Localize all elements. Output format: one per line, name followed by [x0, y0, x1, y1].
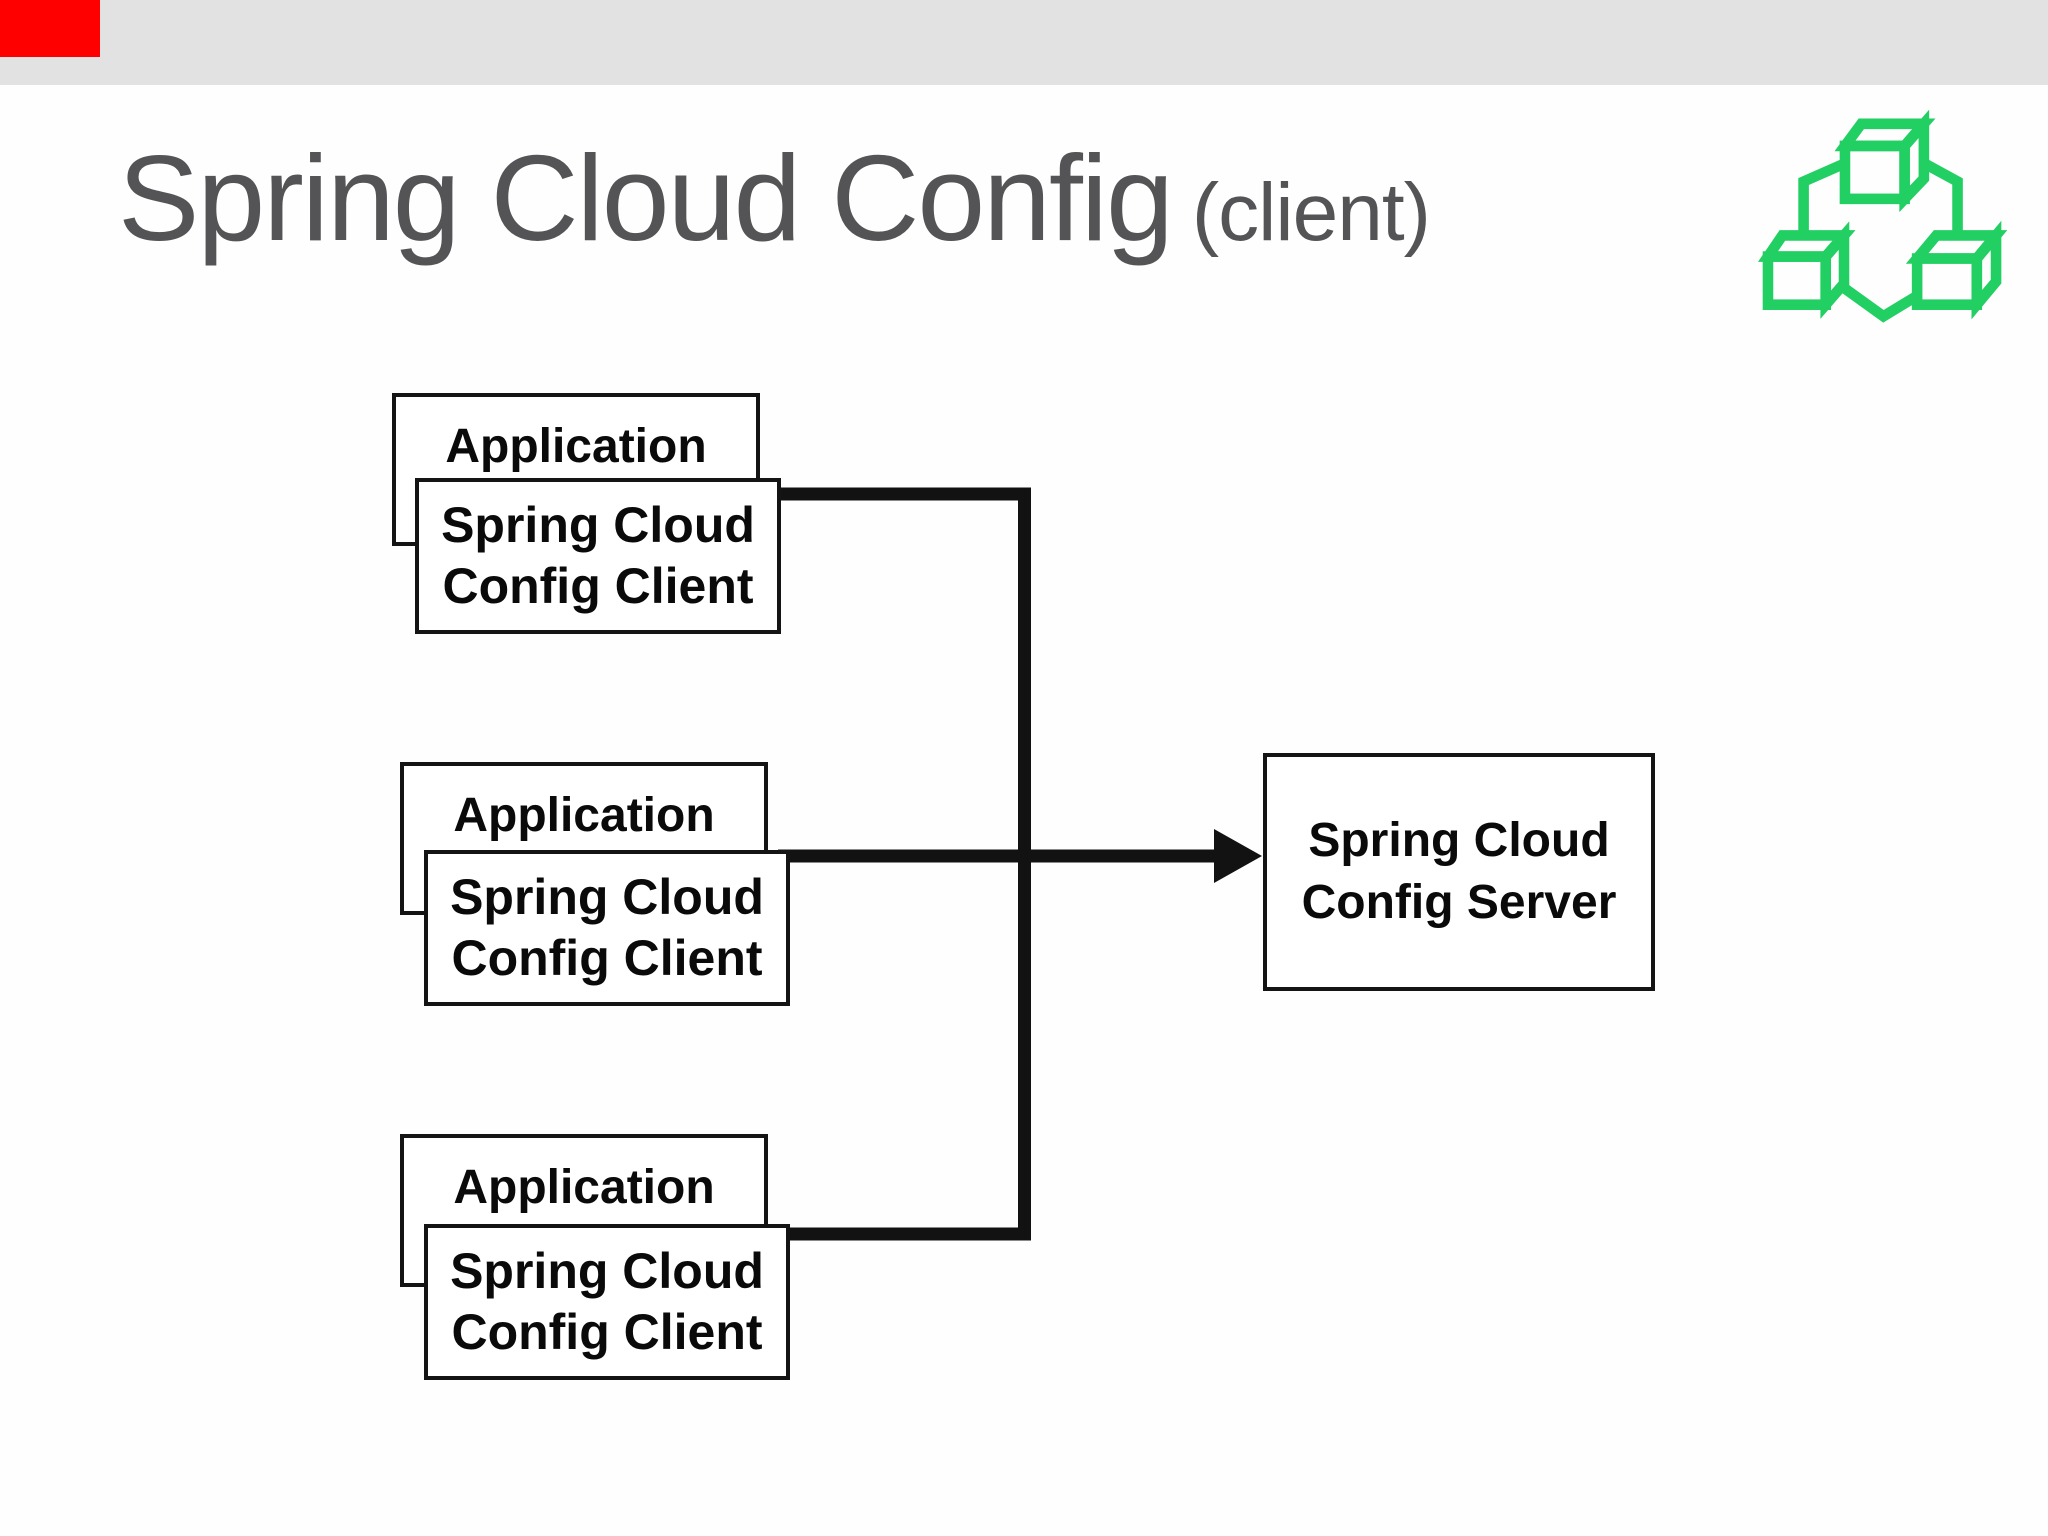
application-label: Application [453, 789, 715, 842]
config-client-label-line2: Config Client [451, 930, 763, 986]
config-client-label-line1: Spring Cloud [450, 869, 764, 925]
header-bar [0, 0, 2048, 85]
title-paren: (client) [1191, 167, 1431, 258]
config-client-label-line1: Spring Cloud [441, 497, 755, 553]
title-main: Spring Cloud Config [118, 130, 1174, 266]
config-client-box-3: Spring Cloud Config Client [424, 1224, 790, 1380]
trunk-connector-line [778, 487, 1031, 1241]
application-box-2: Application [400, 762, 768, 915]
arrowhead-icon [1214, 829, 1262, 883]
config-client-label-line2: Config Client [451, 1304, 763, 1360]
application-label: Application [453, 1161, 715, 1214]
application-label: Application [445, 420, 707, 473]
config-client-box-1: Spring Cloud Config Client [415, 478, 781, 634]
config-server-label-line1: Spring Cloud [1308, 813, 1610, 867]
config-client-box-2: Spring Cloud Config Client [424, 850, 790, 1006]
config-server-box: Spring Cloud Config Server [1263, 753, 1655, 991]
config-server-label-line2: Config Server [1301, 876, 1617, 929]
config-client-label-line1: Spring Cloud [450, 1243, 764, 1299]
three-cubes-blocks-icon [1757, 109, 2008, 323]
page-title: Spring Cloud Config(client) [118, 128, 1618, 268]
config-client-label-line2: Config Client [442, 558, 754, 614]
recording-indicator [0, 0, 100, 57]
